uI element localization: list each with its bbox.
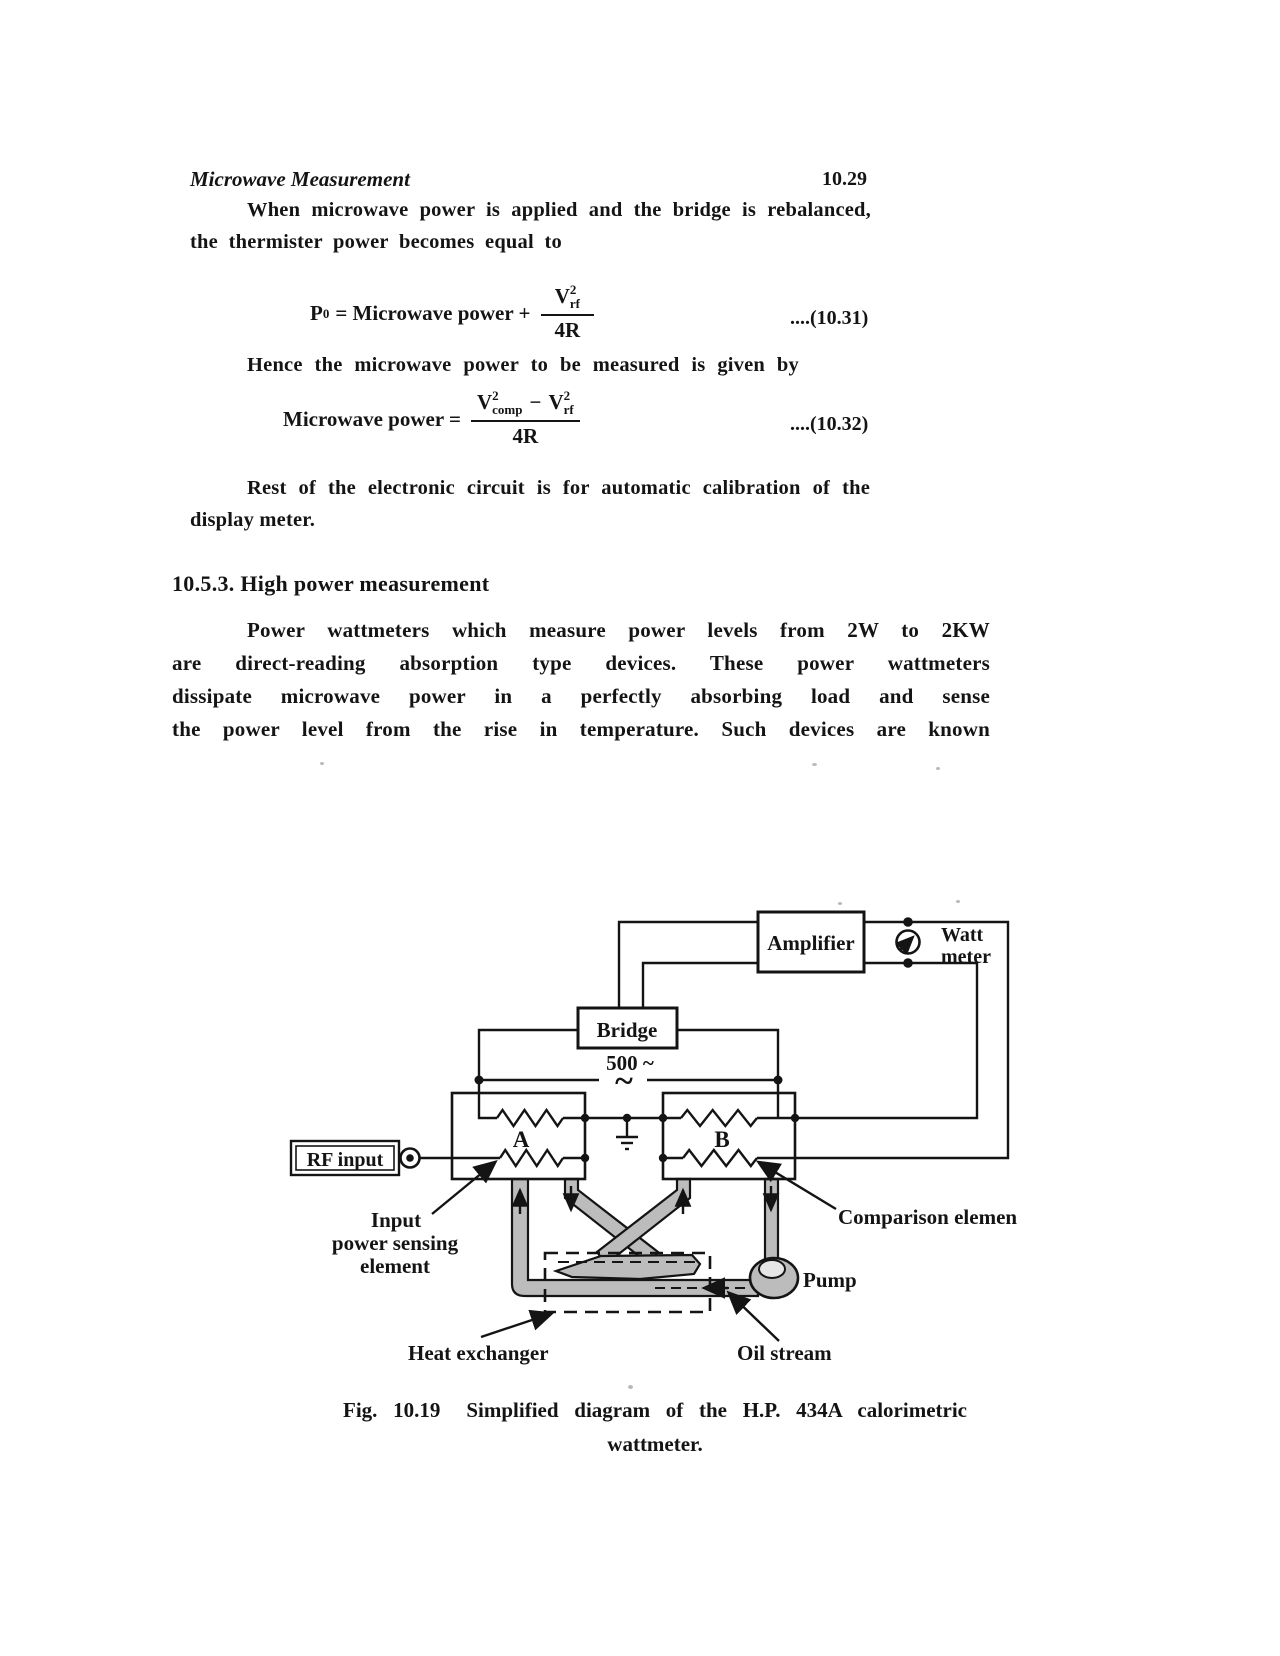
eq31-den: 4R <box>540 314 595 343</box>
section-heading: 10.5.3. High power measurement <box>172 571 490 596</box>
equation-10-31-number: ....(10.31) <box>790 307 869 329</box>
amplifier-box <box>756 910 866 974</box>
heat-exchanger-label: Heat exchanger <box>408 1341 549 1365</box>
eq31-lhs-sub: 0 <box>322 305 330 321</box>
resistor-a-bottom <box>498 1147 565 1169</box>
eq32-den: 4R <box>470 420 580 449</box>
eq32-minus: − <box>529 390 542 414</box>
comparison-element-label: Comparison elemen <box>838 1205 1017 1229</box>
element-a-label: A <box>513 1127 530 1152</box>
source-frequency-label: 500 ~ <box>606 1051 654 1075</box>
rest-paragraph-line-2: display meter. <box>190 509 316 531</box>
pump-symbol <box>748 1256 800 1300</box>
comparison-element-b-box <box>661 1091 797 1181</box>
figure-caption-number: Fig. 10.19 <box>343 1398 441 1422</box>
resistors <box>496 1107 758 1169</box>
paragraph-2-line-2: are direct-reading absorption type devic… <box>172 651 990 675</box>
eq31-num-base: V <box>554 284 570 308</box>
resistor-a-top <box>496 1107 564 1129</box>
scan-speck <box>838 902 842 905</box>
resistor-b-top <box>680 1108 758 1128</box>
paragraph-2-line-3: dissipate microwave power in a perfectly… <box>172 684 990 708</box>
figure-caption-line-1: Fig. 10.19 Simplified diagram of the H.P.… <box>343 1398 967 1423</box>
oil-pipes <box>510 1177 780 1298</box>
wire-bridge-left <box>477 1028 578 1080</box>
figure-caption-line-2: wattmeter. <box>607 1432 703 1456</box>
paragraph-2-line-4: the power level from the rise in tempera… <box>172 717 990 741</box>
input-element-label-line1: Input <box>371 1208 421 1232</box>
wire-bridge-to-amp-lower <box>641 961 758 1008</box>
input-element-arrow <box>431 1159 498 1215</box>
paragraph-2-line-1: Power wattmeters which measure power lev… <box>247 618 990 642</box>
label-arrows <box>431 1159 837 1342</box>
wattmeter-label-line2: meter <box>941 946 991 968</box>
amplifier-label: Amplifier <box>767 931 854 955</box>
eq32-n2-base: V <box>548 390 564 414</box>
equation-10-32-number: ....(10.32) <box>790 413 869 435</box>
page-number: 10.29 <box>822 168 867 190</box>
wattmeter-label-line1: Watt <box>941 924 984 946</box>
sensing-element-a-box <box>450 1091 587 1181</box>
oil-stream-label: Oil stream <box>737 1341 832 1365</box>
eq32-lhs: Microwave power = <box>283 407 461 432</box>
wire-inner-loop <box>795 961 979 1120</box>
element-b-label: B <box>714 1127 729 1152</box>
circuit-wires <box>419 920 1010 1160</box>
heat-exchanger-arrow <box>480 1309 555 1339</box>
wire-bridge-to-amp-upper <box>617 920 758 1008</box>
scan-speck <box>320 762 324 765</box>
eq31-lhs: P <box>310 301 323 326</box>
wire-bridge-right <box>677 1028 780 1080</box>
bridge-label: Bridge <box>597 1018 658 1042</box>
comparison-element-arrow <box>755 1160 837 1211</box>
scan-speck <box>956 900 960 903</box>
paragraph-1-line-1: When microwave power is applied and the … <box>247 199 871 221</box>
pipe-a-left-and-bottom <box>510 1177 760 1298</box>
scan-speck <box>936 767 940 770</box>
oil-stream-arrow <box>726 1290 780 1342</box>
rf-input-label: RF input <box>307 1149 384 1171</box>
wattmeter-icon <box>895 929 921 955</box>
heat-exchanger-loop <box>552 1253 702 1281</box>
input-element-label-line2: power sensing <box>332 1231 459 1255</box>
paragraph-1-line-2: the thermister power becomes equal to <box>190 231 562 253</box>
ac-tilde-symbol: ~ <box>615 1063 633 1100</box>
wire-drop-into-a <box>477 1080 497 1120</box>
rf-input-box-inner <box>295 1145 395 1171</box>
wire-outer-loop <box>795 920 1010 1160</box>
eq32-n1-base: V <box>476 390 493 414</box>
eq31-mid: = Microwave power + <box>335 301 531 326</box>
page-header-title: Microwave Measurement <box>190 167 410 191</box>
flow-arrows <box>511 1186 780 1299</box>
resistor-b-bottom <box>682 1148 758 1168</box>
hence-line: Hence the microwave power to be measured… <box>247 354 799 376</box>
rest-paragraph-line-1: Rest of the electronic circuit is for au… <box>247 477 870 499</box>
scan-speck <box>812 763 817 766</box>
scan-speck <box>628 1385 633 1389</box>
bridge-box <box>576 1006 679 1050</box>
rf-connector-icon <box>399 1147 421 1169</box>
input-element-label-line3: element <box>360 1254 430 1278</box>
figure-caption-text: Simplified diagram of the H.P. 434A calo… <box>466 1398 967 1422</box>
pump-label: Pump <box>803 1268 857 1292</box>
